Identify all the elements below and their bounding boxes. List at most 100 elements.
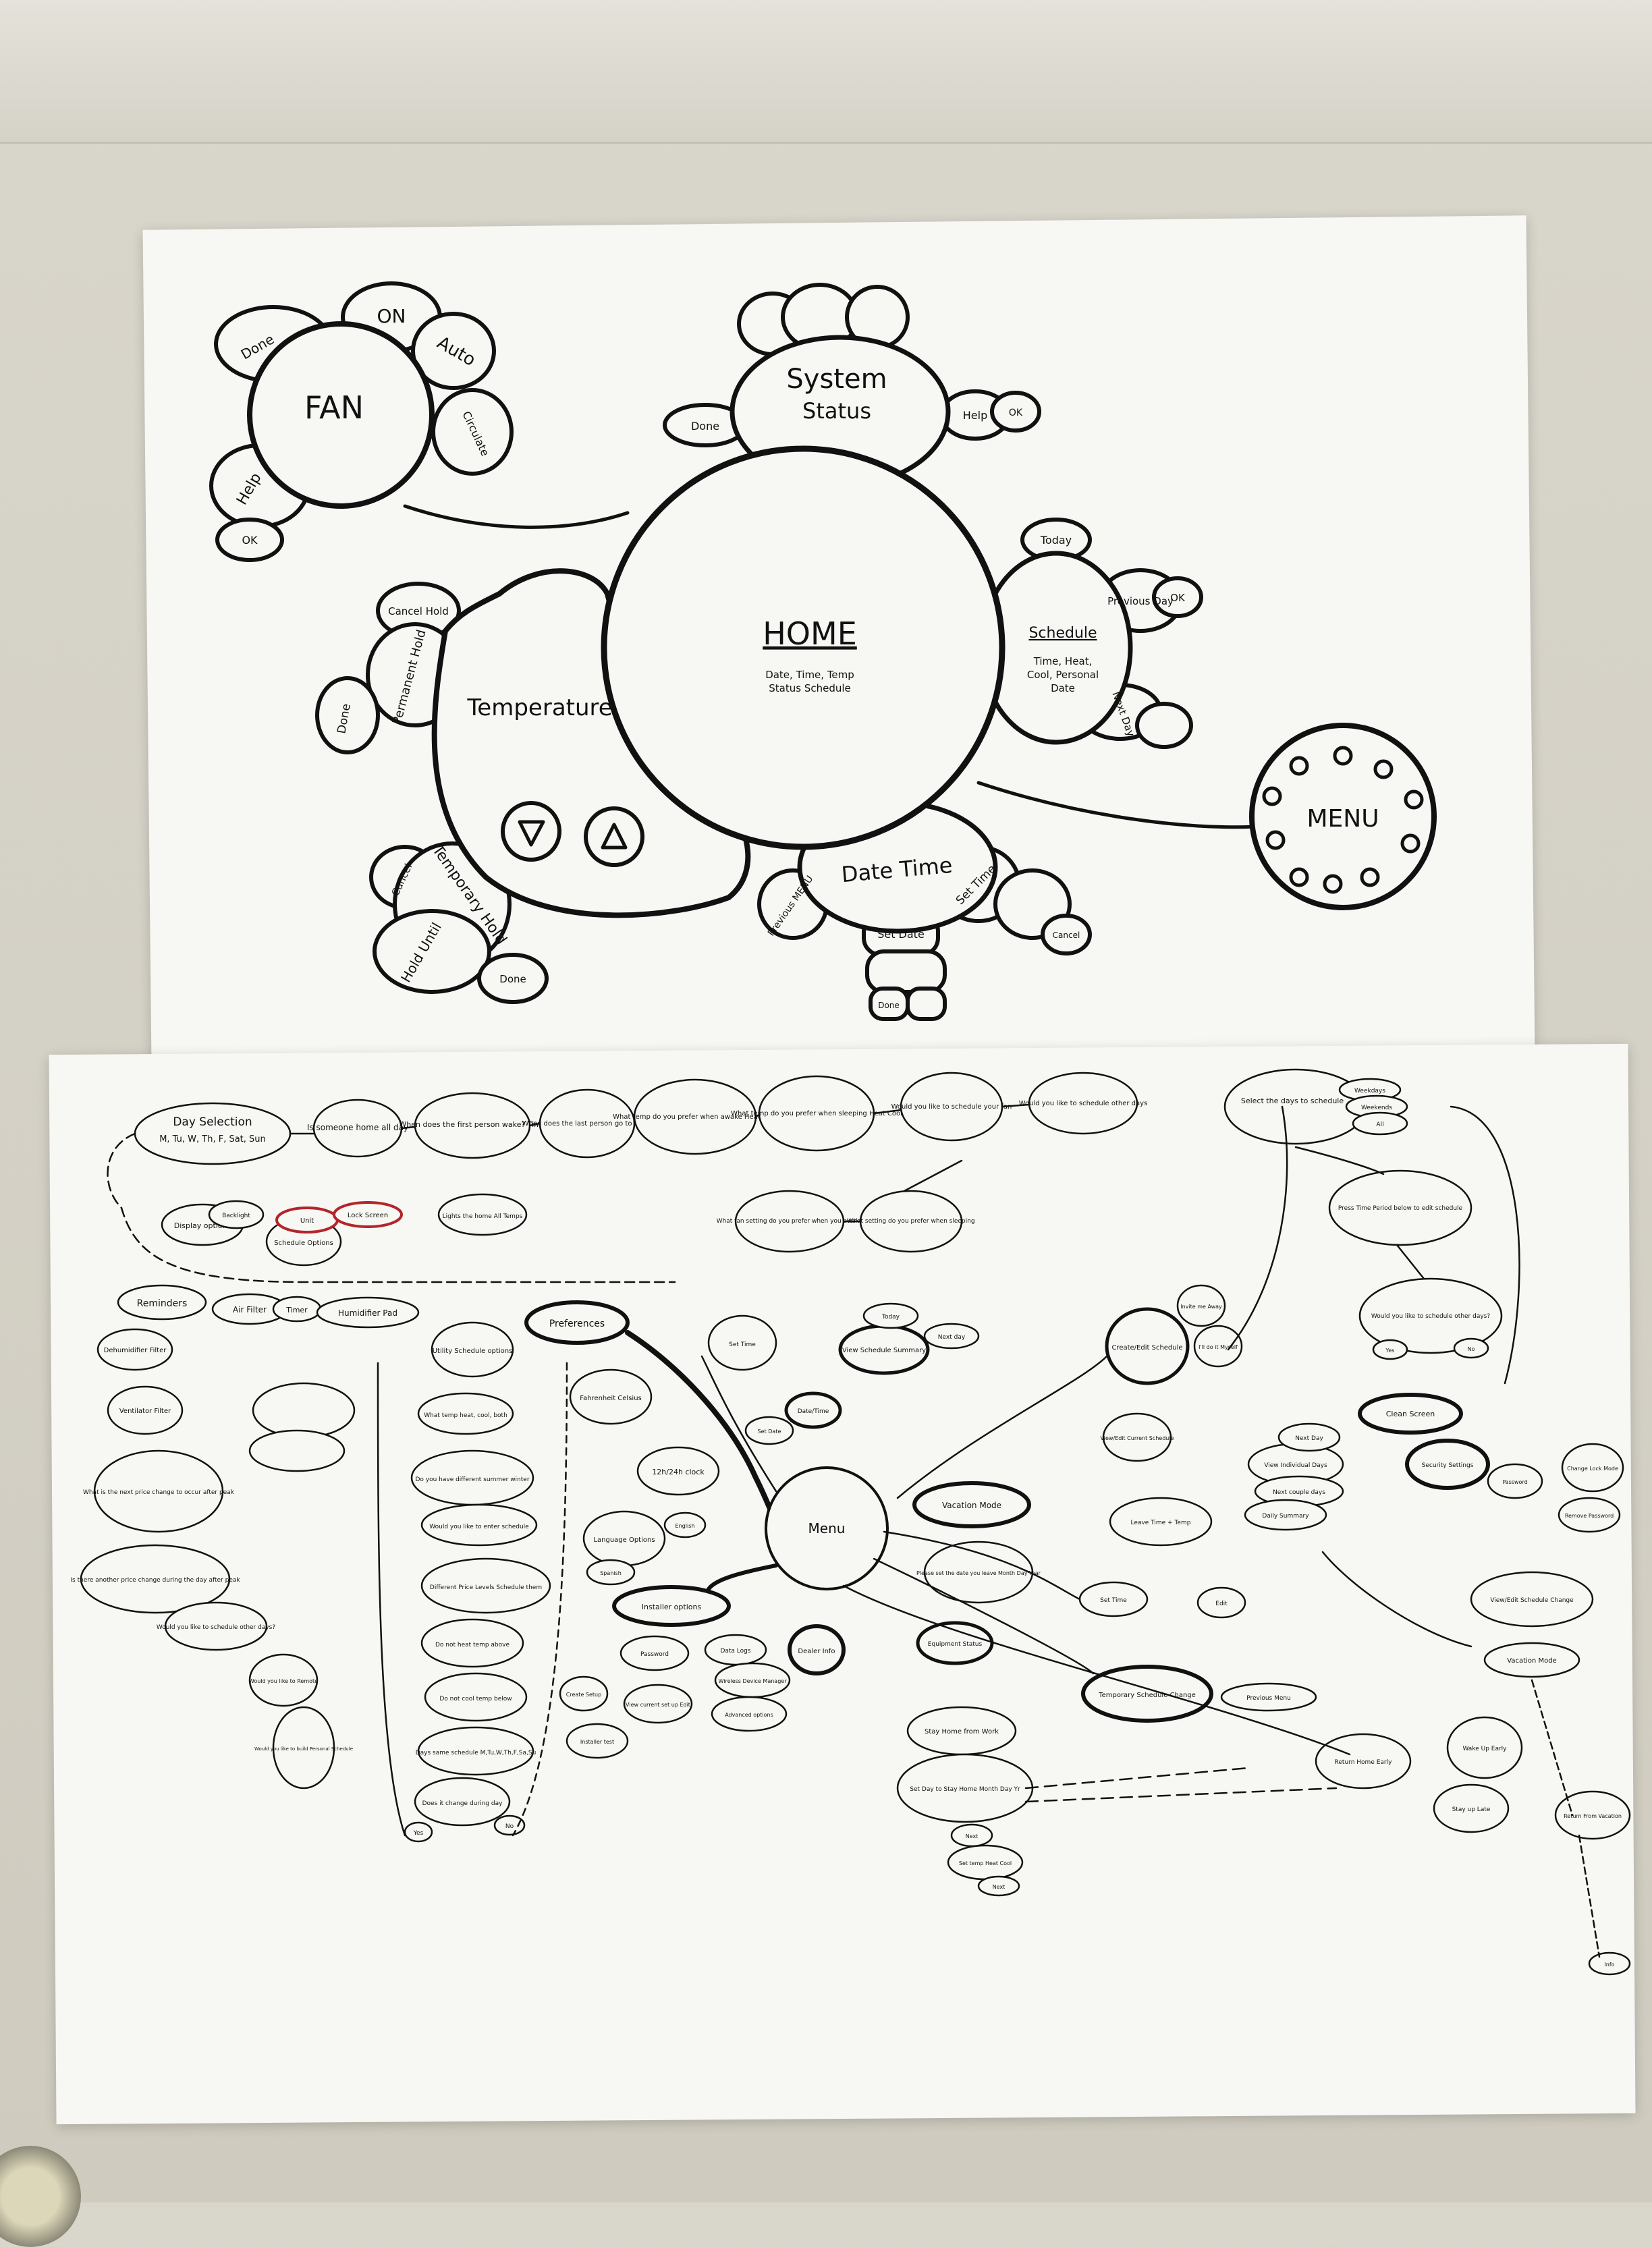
node-label: Invite me Away (1180, 1304, 1222, 1310)
bottom-diagram: Day Selection M, Tu, W, Th, F, Sat, Sun … (70, 1068, 1631, 1976)
fan-petal-on: ON (377, 305, 406, 327)
node-label: Please set the date you leave Month Day … (916, 1570, 1041, 1576)
node-label: Next (966, 1833, 979, 1839)
node-label: Next day (938, 1334, 966, 1341)
node-label: Weekdays (1354, 1088, 1385, 1094)
node-label: No (1468, 1346, 1475, 1352)
schedule-title: Schedule (1028, 625, 1097, 642)
node-label: Set Time (1100, 1597, 1127, 1604)
node-label: Security Settings (1422, 1462, 1474, 1469)
node-label: Daily Summary (1262, 1513, 1309, 1520)
node-label: Weekends (1361, 1105, 1392, 1111)
node-label: Language Options (593, 1536, 655, 1544)
node-label: I'll do it Myself (1199, 1344, 1238, 1350)
node-label: Do not heat temp above (435, 1642, 510, 1648)
node-label: Installer options (642, 1603, 702, 1611)
node-label: Fahrenheit Celsius (580, 1395, 642, 1402)
node-label: English (676, 1523, 695, 1529)
home-title: HOME (763, 615, 857, 652)
node-label: No (505, 1823, 514, 1830)
node-label: 12h/24h clock (652, 1468, 705, 1476)
node-label: Ventilator Filter (119, 1408, 171, 1415)
right-flow: Select the days to schedule Weekdays Wee… (1223, 1068, 1631, 1976)
node-label: Spanish (600, 1570, 622, 1576)
node-label: Different Price Levels Schedule them (430, 1584, 542, 1591)
node-label: What setting do you prefer when sleeping (847, 1218, 974, 1225)
node-label: Reminders (137, 1298, 188, 1309)
schedule-petal-prev: Previous Day (1107, 595, 1174, 607)
reminders-flow: Reminders Air Filter Timer Humidifier Pa… (70, 1284, 420, 1790)
node-label: Set temp Heat Cool (959, 1860, 1012, 1866)
node-label: Stay Home from Work (925, 1728, 999, 1736)
node-label: Password (640, 1651, 669, 1658)
top-diagram: FAN Done ON Auto Circulate Help OK Syste… (209, 281, 1437, 1021)
node-label: Do you have different summer winter (415, 1476, 529, 1483)
node-label: Set Day to Stay Home Month Day Yr (910, 1786, 1020, 1793)
sketch-layer: FAN Done ON Auto Circulate Help OK Syste… (70, 281, 1631, 1976)
node-label: Yes (1385, 1348, 1395, 1354)
temperature-node: Temperature Cancel Hold Permanent Hold D… (315, 568, 751, 1004)
schedule-petal-today: Today (1040, 534, 1072, 547)
temp-petal-done-2: Done (499, 973, 526, 985)
preferences-branch: Display options Backlight Schedule Optio… (161, 1159, 975, 1267)
node-label: Info (1604, 1962, 1614, 1968)
node-label: Remove Password (1565, 1513, 1614, 1519)
node-label: Create/Edit Schedule (1111, 1344, 1182, 1352)
node-label: View current set up Edit (626, 1702, 690, 1708)
node-label: Air Filter (233, 1305, 267, 1314)
node-label: Temporary Schedule Change (1098, 1692, 1196, 1699)
node-label: Does it change during day (422, 1800, 503, 1807)
node-label: Create Setup (566, 1692, 601, 1698)
node-label: Would you like to schedule other days? (157, 1624, 276, 1631)
node-label: Next couple days (1273, 1489, 1325, 1496)
node-label: What temp heat, cool, both (424, 1412, 507, 1419)
node-label: View/Edit Current Schedule (1100, 1435, 1174, 1441)
node-label: Yes (413, 1830, 424, 1837)
node-label: Change Lock Mode (1567, 1466, 1618, 1472)
schedule-petal-ok: OK (1170, 592, 1186, 604)
node-label: Password (1502, 1479, 1527, 1485)
node-label: Menu (808, 1520, 846, 1536)
node-label: Vacation Mode (1507, 1657, 1556, 1665)
node-label: Timer (285, 1306, 308, 1314)
system-status-title-2: Status (802, 398, 871, 424)
node-label: Wake Up Early (1462, 1746, 1507, 1752)
node-label: Next (993, 1884, 1006, 1890)
center-flow: Preferences Fahrenheit Celsius 12h/24h c… (524, 1284, 1523, 1897)
node-label: What temp do you prefer when sleeping He… (731, 1110, 902, 1117)
node-label: Return From Vacation (1564, 1813, 1622, 1819)
node-label: What fan setting do you prefer when you … (717, 1218, 863, 1225)
temp-petal-cancel-hold: Cancel Hold (388, 605, 449, 617)
node-label: Next Day (1295, 1435, 1323, 1442)
node-label: Would you like to schedule other days? (1371, 1313, 1491, 1320)
node-label: When does the last person go to sleep (522, 1120, 653, 1128)
schedule-sub-1: Time, Heat, (1033, 655, 1093, 667)
node-label: Would you like to Remote (249, 1678, 318, 1684)
node-label: View Schedule Summary (842, 1347, 926, 1354)
home-subtitle-2: Status Schedule (769, 682, 851, 694)
node-label: When does the first person wake? Time (399, 1120, 546, 1129)
utility-flow: Utility Schedule options What temp heat,… (377, 1321, 568, 1843)
node-label: Edit (1215, 1601, 1228, 1607)
home-subtitle-1: Date, Time, Temp (765, 669, 854, 681)
fan-title: FAN (304, 389, 364, 426)
date-time-petal-done: Done (878, 1001, 900, 1010)
temperature-up-icon (601, 823, 628, 850)
node-label: Today (881, 1314, 900, 1321)
node-label: Data Logs (720, 1648, 750, 1655)
home-node: HOME Date, Time, Temp Status Schedule (601, 445, 1006, 850)
node-label: Preferences (549, 1319, 605, 1329)
temperature-title: Temperature (466, 694, 612, 721)
node-label: M, Tu, W, Th, F, Sat, Sun (159, 1134, 266, 1144)
node-label: View/Edit Schedule Change (1490, 1597, 1574, 1604)
top-row-flow: Day Selection M, Tu, W, Th, F, Sat, Sun … (107, 1072, 1148, 1283)
node-label: Vacation Mode (942, 1501, 1001, 1510)
node-label: Installer test (580, 1739, 614, 1745)
node-label: Is there another price change during the… (70, 1577, 240, 1584)
node-label: Lock Screen (348, 1212, 388, 1219)
node-label: Dealer Info (798, 1648, 835, 1655)
node-label: Would you like to build Personal Schedul… (254, 1746, 353, 1752)
desk-background (0, 0, 1652, 144)
node-label: Would you like to schedule other days (1019, 1100, 1148, 1107)
system-status-title-1: System (786, 364, 887, 395)
